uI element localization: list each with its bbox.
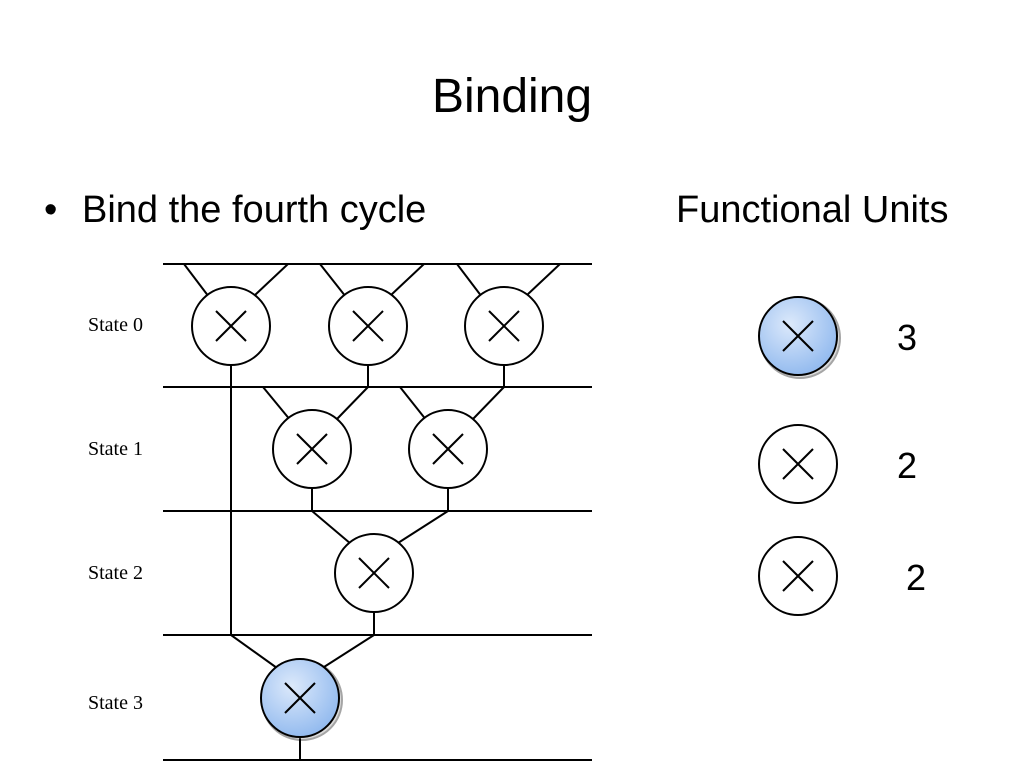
state-label-0: State 0 <box>88 314 143 336</box>
edge <box>323 634 375 668</box>
multiply-node <box>334 533 414 613</box>
multiply-node <box>191 286 271 366</box>
bullet-item: • Bind the fourth cycle <box>44 186 426 234</box>
functional-units-heading: Functional Units <box>676 189 949 231</box>
edge <box>254 263 289 296</box>
edge <box>456 263 483 298</box>
fu-count-0: 3 <box>897 317 918 358</box>
fu-count-1: 2 <box>897 445 918 486</box>
edge <box>390 263 425 296</box>
edge <box>397 510 449 544</box>
state-label-2: State 2 <box>88 562 143 584</box>
edge <box>183 263 210 298</box>
multiply-node <box>408 409 488 489</box>
multiply-node <box>464 286 544 366</box>
edge <box>319 263 347 298</box>
edge <box>311 510 352 545</box>
fu-count-2: 2 <box>906 557 927 598</box>
functional-unit-icon <box>758 424 838 504</box>
state-label-3: State 3 <box>88 692 143 714</box>
slide-title: Binding <box>431 70 593 123</box>
edge <box>526 263 561 296</box>
edge <box>399 386 428 422</box>
edge <box>230 634 278 669</box>
multiply-node <box>328 286 408 366</box>
state-label-1: State 1 <box>88 438 143 460</box>
edge <box>472 386 505 420</box>
functional-unit-icon <box>758 536 838 616</box>
bullet-text: Bind the fourth cycle <box>82 189 427 231</box>
bullet-marker: • <box>44 189 58 231</box>
multiply-node <box>272 409 352 489</box>
functional-unit-icon-highlighted <box>758 296 841 379</box>
edge <box>336 386 369 420</box>
multiply-node-highlighted <box>260 658 343 741</box>
edge <box>262 386 292 422</box>
